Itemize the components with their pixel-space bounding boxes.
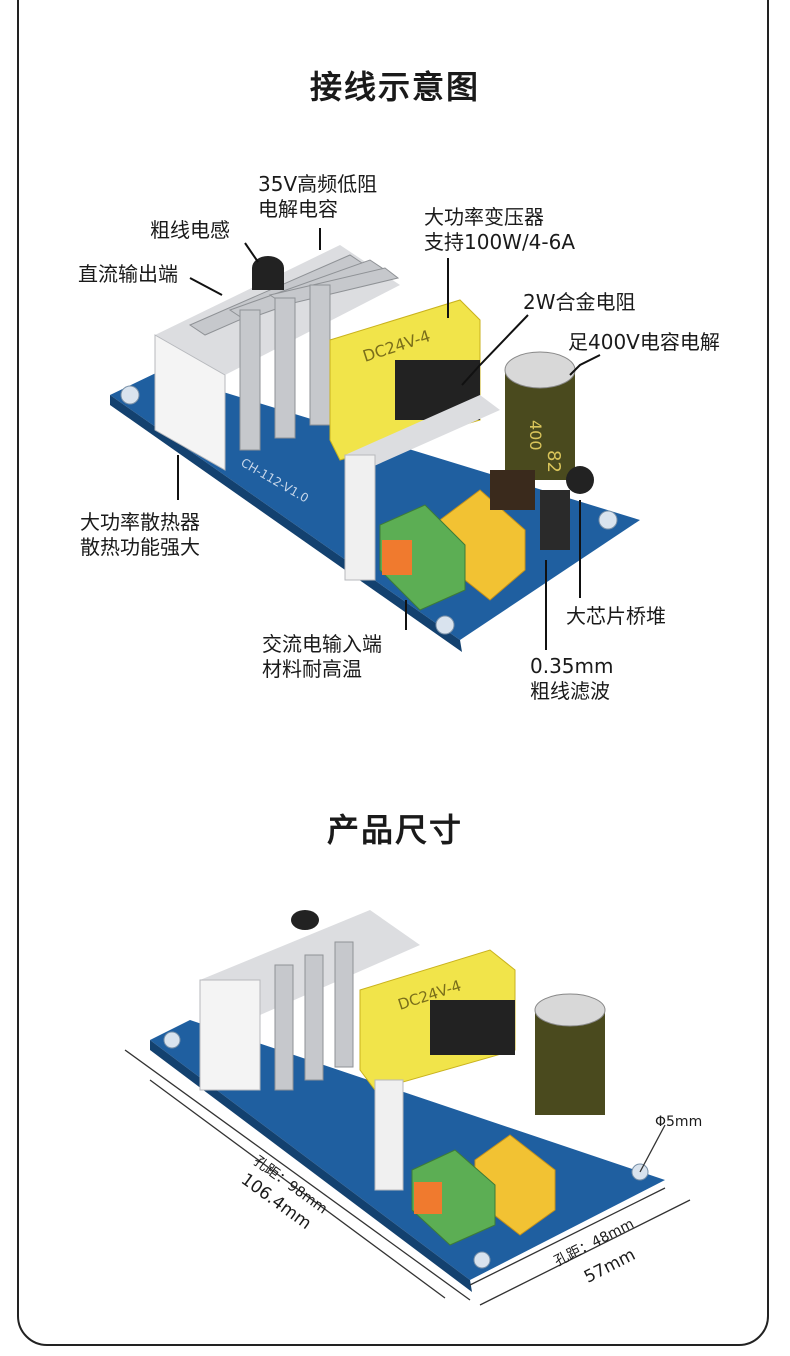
mount-hole-3 (435, 615, 455, 635)
section-title-wiring: 接线示意图 (309, 68, 480, 106)
dimension-board-illustration: DC24V-4 (124, 910, 691, 1306)
small-heatsink-front (344, 454, 376, 581)
label-resistor: 2W合金电阻 (523, 290, 636, 314)
small-heatsink-2 (374, 1079, 404, 1191)
label-ac-input-1: 交流电输入端 (262, 632, 382, 656)
transformer-core-2 (430, 1000, 515, 1055)
label-inductor: 粗线电感 (150, 218, 230, 242)
dim-hole-diameter: Φ5mm (655, 1114, 703, 1130)
label-transformer-1: 大功率变压器 (424, 205, 544, 229)
label-heatsink-2: 散热功能强大 (80, 535, 200, 559)
label-transformer-2: 支持100W/4-6A (424, 230, 576, 254)
capacitor-value: 82 (543, 450, 564, 473)
label-filter-2: 粗线滤波 (530, 679, 610, 703)
mount-hole-1 (120, 385, 140, 405)
bridge-rectifier (540, 490, 570, 550)
pcb-edge-2 (150, 1040, 472, 1292)
heatsink-fins-2 (274, 941, 354, 1091)
dimension-lines (124, 1049, 691, 1306)
inductor-base (252, 268, 284, 290)
label-filter-1: 0.35mm (530, 654, 614, 678)
label-capacitor-2: 电解电容 (258, 197, 338, 221)
hv-capacitor-top-2 (534, 993, 606, 1027)
ac-terminal-block (379, 504, 466, 611)
heatsink-front-2 (199, 979, 261, 1091)
heatsink-fins (188, 254, 400, 451)
wiring-board-illustration: DC24V-4 82 400 CH-112-V1.0 (110, 228, 640, 652)
hv-capacitor-2 (535, 1010, 605, 1115)
capacitor-voltage: 400 (526, 420, 545, 451)
small-heatsink-top (345, 395, 500, 470)
hv-capacitor-top (504, 351, 576, 389)
section-title-dimensions: 产品尺寸 (326, 811, 463, 849)
mount-hole-2 (598, 510, 618, 530)
leader-lines (177, 228, 601, 650)
label-dc-output: 直流输出端 (78, 262, 178, 286)
label-ac-input-2: 材料耐高温 (262, 657, 362, 681)
terminal-block-2 (411, 1149, 496, 1246)
label-bridge: 大芯片桥堆 (566, 604, 666, 628)
mount-hole-a (163, 1031, 181, 1049)
label-hv-capacitor: 足400V电容电解 (568, 330, 720, 354)
terminal-lever (382, 540, 412, 575)
ntc-thermistor (566, 466, 594, 494)
mount-hole-c (473, 1251, 491, 1269)
page-frame (17, 0, 769, 1346)
heatsink-front (154, 334, 226, 471)
pcb-edge (110, 395, 462, 652)
inductor-2 (291, 910, 319, 930)
label-capacitor-1: 35V高频低阻 (258, 172, 378, 196)
terminal-lever-2 (414, 1182, 442, 1214)
label-heatsink-1: 大功率散热器 (80, 510, 200, 534)
filter-inductor (490, 470, 535, 510)
